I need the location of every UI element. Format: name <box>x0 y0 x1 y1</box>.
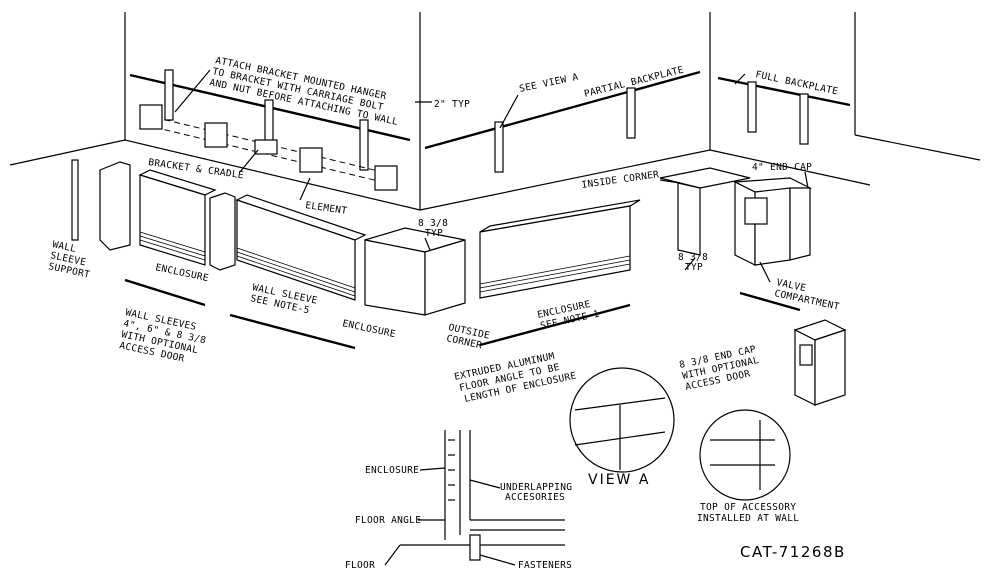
valve-compartment-part <box>732 177 813 266</box>
label-underlapping-1: UNDERLAPPING <box>500 482 572 493</box>
section-detail <box>400 430 565 561</box>
end-cap-part <box>793 319 847 406</box>
label-enclosure-left: ENCLOSURE <box>154 262 209 284</box>
element-fin-3 <box>299 147 323 173</box>
label-underlapping-2: ACCESORIES <box>505 492 565 503</box>
label-dim-a-1: 8 3/8 <box>418 218 448 229</box>
enclosure-middle <box>235 194 367 301</box>
room-walls <box>9 12 981 211</box>
label-dim-a-2: TYP <box>425 228 443 239</box>
label-enclosure-mid: ENCLOSURE <box>341 318 396 340</box>
label-wall-sleeve-support-1: WALL <box>51 239 77 255</box>
label-enclosure-detail: ENCLOSURE <box>365 465 419 476</box>
wall-sleeve-middle <box>209 192 236 271</box>
enclosure-left <box>138 169 217 266</box>
label-fasteners: FASTENERS <box>518 560 572 571</box>
label-view-a: VIEW A <box>588 472 650 488</box>
label-top-accessory-2: INSTALLED AT WALL <box>697 513 799 524</box>
labels: ATTACH BRACKET MOUNTED HANGER TO BRACKET… <box>47 55 846 571</box>
label-2-typ: 2" TYP <box>434 99 470 110</box>
floor-angle-arrows <box>124 278 801 350</box>
top-accessory-detail <box>699 409 791 501</box>
full-backplate <box>717 76 851 145</box>
element-fin-1 <box>139 104 163 130</box>
label-floor-angle: FLOOR ANGLE <box>355 515 421 526</box>
left-backplate <box>129 69 411 171</box>
label-see-view-a: SEE VIEW A <box>518 72 579 95</box>
label-valve-2: COMPARTMENT <box>773 288 840 313</box>
hanger-7 <box>799 93 809 145</box>
label-floor: FLOOR <box>345 560 375 571</box>
label-dim-b-2: TYP <box>685 262 703 273</box>
inside-corner-part <box>659 167 751 256</box>
label-dim-b-1: 8 3/8 <box>678 252 708 263</box>
label-inside-corner: INSIDE CORNER <box>581 169 660 191</box>
hanger-1 <box>164 69 174 121</box>
hanger-3 <box>359 119 369 171</box>
bracket-cradle <box>254 139 278 155</box>
catalog-number: CAT-71268B <box>740 543 846 561</box>
leader-lines <box>174 69 809 566</box>
element-fin-2 <box>204 122 228 148</box>
access-door <box>744 197 768 225</box>
fastener <box>469 534 481 561</box>
hanger-4 <box>494 121 504 173</box>
outside-corner-part <box>364 227 466 316</box>
view-a-detail <box>569 367 675 473</box>
label-top-accessory-1: TOP OF ACCESSORY <box>700 502 796 513</box>
wall-sleeve-part <box>99 161 131 251</box>
partial-backplate <box>424 70 701 173</box>
label-element: ELEMENT <box>305 200 348 217</box>
hanger-6 <box>747 81 757 133</box>
label-4-end-cap: 4" END CAP <box>752 162 812 173</box>
heating-element <box>139 104 398 191</box>
element-fin-4 <box>374 165 398 191</box>
enclosure-right <box>479 199 641 299</box>
hanger-5 <box>626 87 636 139</box>
wall-sleeve-support-part <box>71 159 79 241</box>
